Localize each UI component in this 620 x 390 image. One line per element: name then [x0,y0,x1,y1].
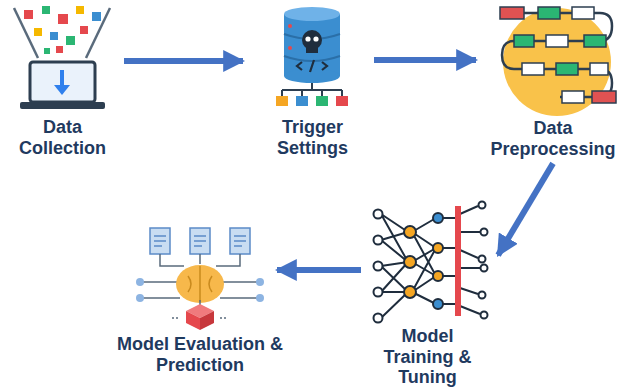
data-collection-icon [14,6,110,109]
icon-area [5,5,120,117]
icon-area [255,5,370,117]
step-label: Model Training & Tuning [365,326,490,388]
flow-arrow [498,163,553,255]
step-label: Data Collection [8,117,118,158]
step-label: Trigger Settings [258,117,368,158]
process-step: Trigger Settings [255,5,370,158]
icon-area [488,0,618,118]
preprocessing-flow-icon [500,7,616,116]
process-step: Model Evaluation & Prediction [90,222,310,375]
icon-area [365,198,490,326]
flow-arrow [124,58,243,64]
flow-arrow [374,57,476,63]
process-step: Data Collection [5,5,120,158]
step-label: Data Preprocessing [488,118,618,159]
evaluation-brain-icon [136,228,264,330]
step-label: Model Evaluation & Prediction [100,334,300,375]
flow-arrow [277,267,361,273]
process-step: Model Training & Tuning [365,198,490,388]
process-step: Data Preprocessing [488,0,618,159]
neural-network-icon [374,202,488,323]
icon-area [135,222,265,334]
trigger-database-icon [276,7,348,106]
